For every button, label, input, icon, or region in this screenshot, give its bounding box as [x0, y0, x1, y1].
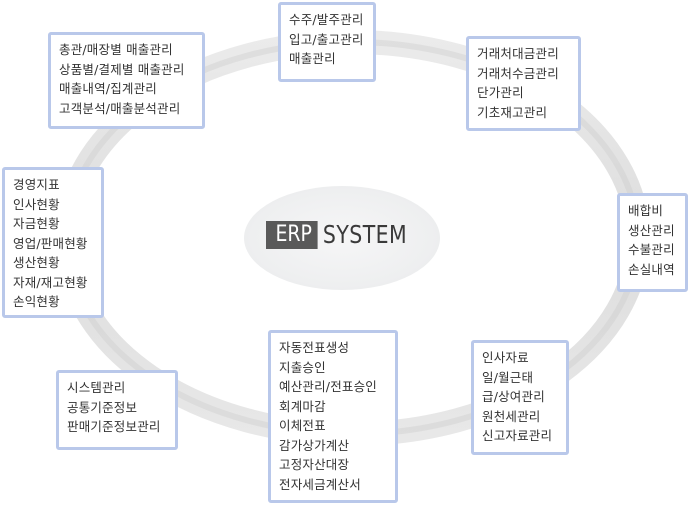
- module-item: 전자세금계산서: [279, 476, 361, 492]
- module-item: 회계마감: [279, 398, 326, 414]
- module-item: 기초재고관리: [477, 104, 548, 120]
- module-item: 상품별/결제별 매출관리: [59, 61, 185, 77]
- module-item: 이체전표: [279, 418, 326, 433]
- module-item: 거래처수금관리: [477, 65, 559, 81]
- module-item: 감가상가계산: [279, 437, 350, 453]
- module-item: 인사자료: [482, 350, 529, 365]
- module-item: 수주/발주관리: [289, 12, 364, 27]
- module-item: 지출승인: [279, 359, 326, 375]
- module-item: 매출관리: [289, 51, 336, 66]
- module-item: 인사현황: [13, 196, 60, 212]
- module-item: 고정자산대장: [279, 457, 350, 472]
- module-item: 영업/판매현황: [13, 235, 88, 251]
- module-item: 생산현황: [13, 255, 60, 270]
- module-item: 공통기준정보: [67, 399, 138, 415]
- module-item: 단가관리: [477, 85, 524, 100]
- module-item: 수불관리: [628, 242, 675, 257]
- logo-erp-text: ERP: [266, 221, 318, 249]
- module-item: 자금현황: [13, 216, 60, 231]
- module-item: 일/월근태: [482, 369, 534, 385]
- module-item: 총관/매장별 매출관리: [59, 42, 173, 57]
- module-item: 신고자료관리: [482, 428, 553, 443]
- module-item: 거래처대금관리: [477, 46, 559, 61]
- erp-system-logo: ERP SYSTEM: [266, 221, 427, 249]
- module-item: 예산관리/전표승인: [279, 379, 378, 394]
- module-item: 입고/출고관리: [289, 31, 364, 47]
- module-item: 손익현황: [13, 294, 60, 309]
- module-item: 급/상여관리: [482, 389, 545, 404]
- module-item: 시스템관리: [67, 380, 126, 395]
- module-item: 손실내역: [628, 261, 675, 277]
- module-item: 매출내역/집계관리: [59, 81, 158, 96]
- module-item: 자재/재고현황: [13, 274, 88, 290]
- module-item: 자동전표생성: [279, 340, 350, 355]
- module-item: 생산관리: [628, 222, 675, 238]
- module-item: 원천세관리: [482, 408, 541, 424]
- module-item: 배합비: [628, 203, 664, 218]
- module-item: 경영지표: [13, 177, 60, 192]
- module-item: 고객분석/매출분석관리: [59, 100, 181, 116]
- module-item: 판매기준정보관리: [67, 419, 161, 434]
- logo-system-text: SYSTEM: [323, 220, 408, 249]
